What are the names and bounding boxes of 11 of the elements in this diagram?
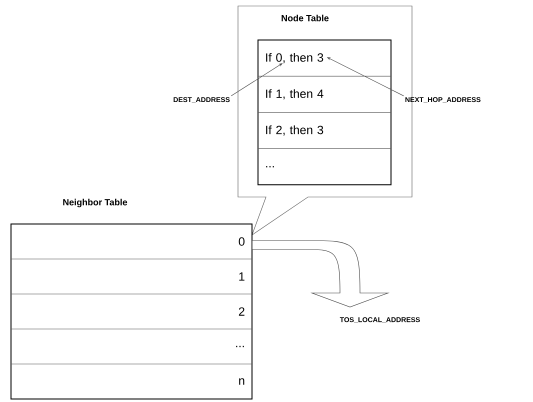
table-row: ...: [258, 148, 392, 168]
table-row: ...: [10, 328, 252, 348]
block-arrow: [252, 240, 388, 308]
table-row: If 2, then 3: [258, 112, 392, 136]
table-row: If 0, then 3: [266, 53, 324, 64]
table-row: If 1, then 4: [258, 76, 392, 100]
table-row: n: [10, 364, 252, 385]
table-row: 0: [238, 237, 245, 246]
table-row: 2: [10, 294, 252, 316]
table-row: 1: [10, 258, 252, 281]
node-label: Neighbor Table: [63, 198, 128, 208]
